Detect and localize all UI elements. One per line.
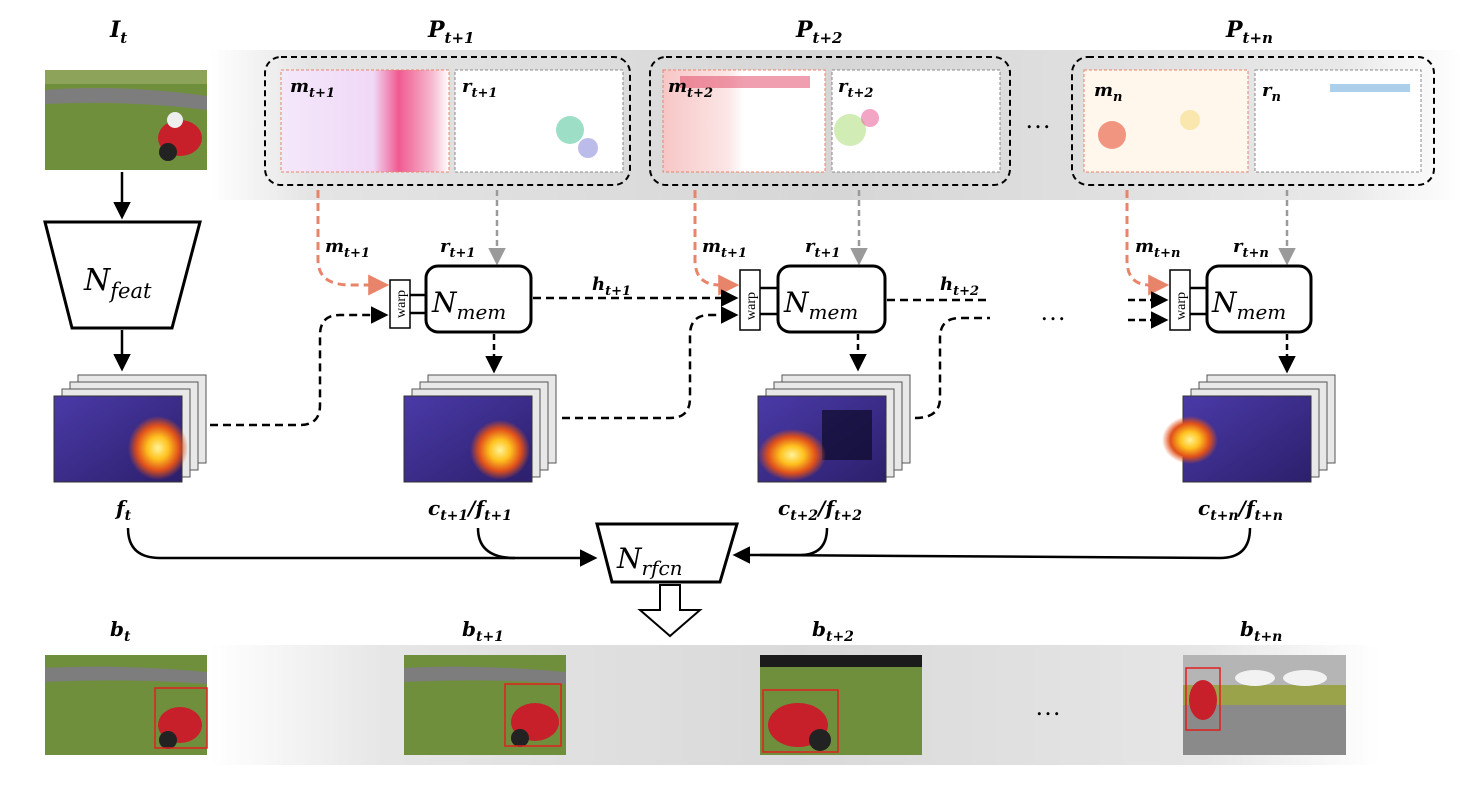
p-label-n: Pt+n [1225,17,1273,47]
svg-text:rn: rn [1262,80,1281,105]
svg-text:Nfeat: Nfeat [83,263,152,303]
p-label-2: Pt+2 [795,17,842,47]
box-label-1: bt [110,617,131,645]
feature-to-rfcn-1 [126,527,598,567]
svg-text:Nmem: Nmem [431,286,506,324]
input-frame-photo [45,70,207,170]
feature-label-1: ft [114,496,132,524]
detection-box [504,683,562,747]
feature-to-memory-2 [562,306,739,420]
svg-text:mt+1: mt+1 [290,76,335,101]
feature-to-rfcn-2 [476,527,516,560]
detection-box [762,689,839,753]
feature-stack-n [1162,374,1336,483]
feature-to-rfcn-3 [732,527,829,564]
svg-text:Nmem: Nmem [1211,286,1286,324]
arrow-label-r-2: rt+1 [805,236,840,261]
box-label-n: bt+n [1240,617,1282,645]
arrow-label-r-n: rt+n [1233,236,1269,261]
svg-text:warp: warp [744,292,759,320]
arrow-label-m-n: mt+n [1135,236,1180,261]
ellipsis-bottom: … [1035,692,1061,721]
motion-arrow-1 [316,190,390,296]
memory-module-2: warp Nmem [739,264,887,334]
svg-text:warp: warp [1174,292,1189,320]
svg-text:Nmem: Nmem [783,286,858,324]
ellipsis-top: … [1025,105,1051,134]
feature-to-memory-1 [210,306,389,427]
svg-text:warp: warp [394,290,409,318]
arrow-label-m-1: mt+1 [325,236,370,261]
feature-to-next-3 [914,316,990,420]
hollow-down-arrow-icon [637,584,703,638]
motion-vector-image [280,69,450,173]
ellipsis-middle: … [1040,297,1066,326]
p-panel-n: mn rn [1071,56,1435,186]
trapezoid-network-icon [595,522,740,584]
motion-arrow-2 [693,190,740,296]
feature-stack-3 [757,374,911,483]
p-panel-2: mt+2 rt+2 [649,56,1011,186]
hidden-label-1: ht+1 [592,274,631,299]
feature-stack-2 [403,374,557,483]
feature-stack-1 [53,374,207,483]
arrow-label-m-2: mt+1 [702,236,747,261]
rfcn-network: Nrfcn [595,522,740,584]
memory-module-n: warp Nmem [1169,264,1313,334]
feature-label-n: ct+n/ft+n [1198,496,1283,524]
detection-frame-2 [404,655,566,755]
detection-frame-3 [760,655,922,755]
svg-text:rt+1: rt+1 [462,76,497,101]
feature-to-rfcn-n [759,527,1252,560]
feature-label-3: ct+2/ft+2 [778,496,862,524]
motion-arrow-n [1125,190,1170,296]
detection-frame-n [1183,655,1346,755]
warp-box [389,279,411,329]
feature-network: Nfeat [43,220,202,330]
detection-frame-1 [45,655,208,755]
frame-label: It [109,17,127,47]
arrow-label-r-1: rt+1 [440,236,475,261]
hidden-label-2: ht+2 [940,274,979,299]
svg-text:mn: mn [1094,80,1123,105]
svg-text:rt+2: rt+2 [838,76,873,101]
motion-vector-image [1083,69,1249,173]
warp-box [739,269,761,331]
p-panel-1: mt+1 rt+1 [264,56,631,186]
detection-box [1185,667,1221,731]
warp-box [1169,269,1191,331]
svg-text:Nrfcn: Nrfcn [616,542,683,580]
feature-label-2: ct+1/ft+1 [428,496,512,524]
box-label-2: bt+1 [462,617,504,645]
svg-text:mt+2: mt+2 [668,76,713,101]
box-label-3: bt+2 [812,617,854,645]
memory-module-1: warp Nmem [389,264,533,334]
p-label-1: Pt+1 [427,17,474,47]
detection-box [154,687,208,749]
trapezoid-network-icon [43,220,202,330]
